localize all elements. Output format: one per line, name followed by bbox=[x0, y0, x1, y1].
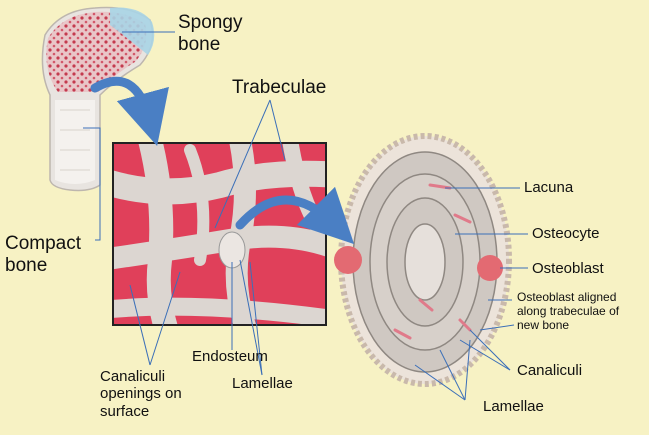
osteon-cross-section bbox=[334, 133, 512, 387]
osteoblast-label: Osteoblast bbox=[532, 260, 604, 277]
femur-illustration bbox=[41, 6, 155, 192]
lacuna-label: Lacuna bbox=[524, 179, 574, 196]
lamellae-center-label: Lamellae bbox=[232, 375, 293, 392]
canaliculi-openings-label: Canaliculi openings on surface bbox=[100, 368, 182, 420]
canaliculi-right-label: Canaliculi bbox=[517, 362, 583, 379]
leader-lines bbox=[83, 31, 528, 401]
spongy-bone-label: Spongy bone bbox=[178, 12, 243, 55]
endosteum-label: Endosteum bbox=[192, 348, 268, 365]
osteoblast-aligned-label: Osteoblast aligned along trabeculae of n… bbox=[517, 290, 620, 332]
process-arrows bbox=[90, 76, 355, 245]
compact-bone-label: Compact bone bbox=[5, 233, 82, 276]
osteocyte-label: Osteocyte bbox=[532, 225, 600, 242]
trabeculae-label: Trabeculae bbox=[232, 77, 327, 98]
lamellae-right-label: Lamellae bbox=[483, 398, 544, 415]
